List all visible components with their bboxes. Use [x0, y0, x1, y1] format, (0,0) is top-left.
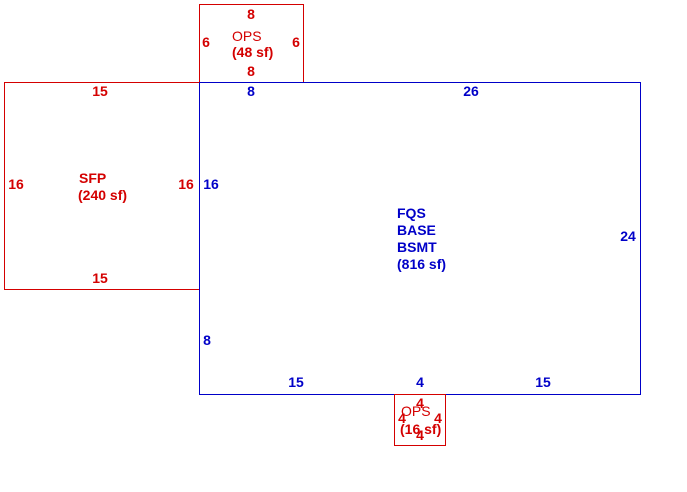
main-dim-left-lower: 8 — [203, 332, 211, 348]
ops-top-dim-left: 6 — [202, 34, 210, 50]
main-dim-top-left: 8 — [247, 83, 255, 99]
main-label-line3: BSMT — [397, 239, 437, 255]
ops-top-area-label: (48 sf) — [232, 44, 273, 60]
ops-top-dim-right: 6 — [292, 34, 300, 50]
main-dim-bottom-mid: 4 — [416, 374, 424, 390]
main-label-line1: FQS — [397, 205, 426, 221]
main-area: 8 26 16 24 FQS BASE BSMT (816 sf) 8 15 4… — [199, 82, 641, 395]
sfp-dim-right: 16 — [178, 176, 194, 192]
sfp-area: 15 16 16 SFP (240 sf) 15 — [4, 82, 200, 290]
main-dim-bottom-right: 15 — [535, 374, 551, 390]
main-dim-left-upper: 16 — [203, 176, 219, 192]
sfp-dim-top: 15 — [92, 83, 108, 99]
sfp-area-label: (240 sf) — [78, 187, 127, 203]
main-dim-top: 26 — [463, 83, 479, 99]
ops-bottom-dim-top: 4 — [416, 395, 424, 411]
main-dim-bottom-left: 15 — [288, 374, 304, 390]
ops-bottom-area: 4 OPS 4 4 (16 sf) 4 — [394, 394, 446, 446]
sfp-name: SFP — [79, 170, 106, 186]
main-area-label: (816 sf) — [397, 256, 446, 272]
ops-bottom-area-label: (16 sf) — [400, 421, 441, 437]
ops-bottom-dim-left: 4 — [398, 410, 406, 426]
ops-top-name: OPS — [232, 28, 262, 44]
ops-top-area: 8 6 6 OPS (48 sf) 8 — [199, 4, 304, 83]
ops-bottom-outline — [394, 394, 446, 446]
sfp-outline — [4, 82, 200, 290]
ops-bottom-name: OPS — [401, 403, 431, 419]
sfp-dim-bottom: 15 — [92, 270, 108, 286]
ops-bottom-dim-right: 4 — [434, 410, 442, 426]
main-label-line2: BASE — [397, 222, 436, 238]
ops-bottom-dim-bottom: 4 — [416, 427, 424, 443]
main-dim-right: 24 — [620, 228, 636, 244]
ops-top-dim-bottom: 8 — [247, 63, 255, 79]
ops-top-dim-top: 8 — [247, 6, 255, 22]
sfp-dim-left: 16 — [8, 176, 24, 192]
